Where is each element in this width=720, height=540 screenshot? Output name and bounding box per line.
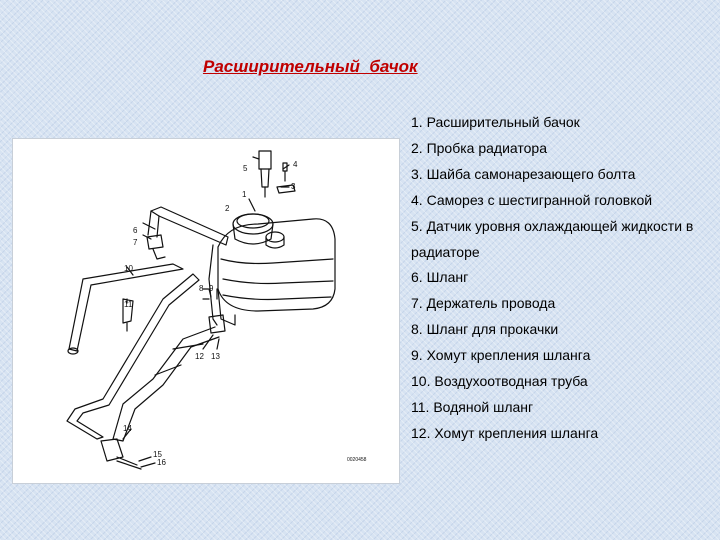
expansion-tank: [217, 218, 336, 312]
legend-item: 2. Пробка радиатора: [411, 139, 547, 156]
hose-6: [150, 206, 229, 246]
parts-legend: 1. Расширительный бачок 2. Пробка радиат…: [411, 110, 711, 447]
callout-12: 12: [195, 352, 204, 361]
callout-2: 2: [225, 204, 230, 213]
wire-holder-7: [146, 234, 164, 250]
callout-10: 10: [124, 264, 133, 273]
expansion-tank-diagram: 1 2 3 4 5 6 7 8 9 10 11 12 13 14 15 16 0…: [12, 138, 400, 484]
hose-clamp-9: [208, 314, 226, 334]
air-vent-tube: [68, 263, 184, 352]
hex-screw: [282, 162, 288, 182]
legend-item: 10. Воздухоотводная труба: [411, 373, 588, 390]
tapping-screw-washer: [265, 231, 285, 243]
hose-clamp-14: [100, 438, 124, 462]
slide-title: Расширительный бачок: [203, 57, 418, 76]
callout-6: 6: [133, 226, 138, 235]
legend-item: 4. Саморез с шестигранной головкой: [411, 191, 653, 208]
callout-3: 3: [291, 182, 296, 191]
callout-15: 15: [153, 450, 162, 459]
legend-item: 1. Расширительный бачок: [411, 114, 580, 130]
level-sensor: [258, 150, 272, 170]
legend-item: 3. Шайба самонарезающего болта: [411, 165, 636, 182]
bleed-hose: [208, 244, 218, 326]
callout-4: 4: [293, 160, 298, 169]
water-hose-11: [122, 298, 134, 324]
callout-13: 13: [211, 352, 220, 361]
callout-11: 11: [124, 300, 133, 309]
callout-9: 9: [209, 284, 214, 293]
legend-item: 11. Водяной шланг: [411, 398, 534, 415]
legend-item: 9. Хомут крепления шланга: [411, 347, 591, 364]
legend-item: 7. Держатель провода: [411, 295, 556, 312]
legend-item: 5. Датчик уровня охлаждающей жидкости в …: [411, 217, 694, 260]
callout-8: 8: [199, 284, 204, 293]
callout-14: 14: [123, 424, 132, 433]
legend-item: 8. Шланг для прокачки: [411, 321, 559, 338]
legend-item: 6. Шланг: [411, 269, 469, 286]
figure-code: 0020458: [347, 457, 367, 463]
diagram-drawing: 1 2 3 4 5 6 7 8 9 10 11 12 13 14 15 16 0…: [66, 150, 367, 470]
callout-1: 1: [242, 190, 247, 199]
callout-7: 7: [133, 238, 138, 247]
callout-5: 5: [243, 164, 248, 173]
callout-16: 16: [157, 458, 166, 467]
legend-item: 12. Хомут крепления шланга: [411, 424, 599, 441]
